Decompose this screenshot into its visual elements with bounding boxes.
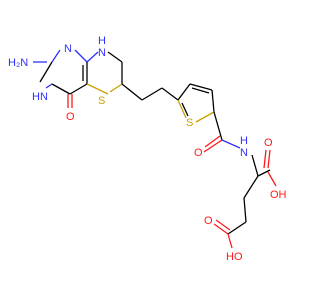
bond bbox=[86, 51, 99, 63]
bond bbox=[221, 139, 241, 149]
amide-n-label: N bbox=[240, 147, 248, 159]
bond bbox=[267, 171, 277, 187]
ring-carbonyl-o-label: O bbox=[66, 111, 75, 123]
acid2-ho-label: HO bbox=[226, 251, 243, 263]
amino-label: H₂N bbox=[8, 57, 28, 69]
amide-o-label: O bbox=[194, 147, 203, 159]
bond bbox=[263, 149, 267, 169]
atom-labels: H₂N H N N H N S O S H N O O OH O HO bbox=[8, 35, 287, 263]
bond bbox=[177, 99, 187, 119]
bond bbox=[51, 49, 61, 63]
bond bbox=[74, 49, 88, 63]
bond bbox=[213, 223, 229, 235]
bond bbox=[213, 111, 223, 141]
bond bbox=[195, 111, 215, 123]
bond bbox=[251, 154, 259, 177]
bond bbox=[177, 83, 191, 101]
bond bbox=[39, 61, 53, 83]
ring-n-left-h-label: H bbox=[32, 91, 40, 103]
bond bbox=[161, 87, 179, 101]
bond bbox=[211, 89, 215, 113]
acid1-oh-label: OH bbox=[270, 189, 287, 201]
bond bbox=[141, 87, 163, 101]
bond bbox=[107, 51, 123, 63]
pyrimidine-n-label: N bbox=[64, 43, 72, 55]
bond bbox=[243, 175, 259, 199]
bonds bbox=[33, 49, 277, 249]
bond bbox=[189, 83, 213, 91]
amide-nh-label: H bbox=[240, 135, 248, 147]
ring-n-left-label: N bbox=[40, 91, 48, 103]
acid1-o-label: O bbox=[264, 137, 273, 149]
bond bbox=[227, 233, 233, 249]
bond bbox=[51, 83, 71, 95]
bond bbox=[204, 135, 221, 148]
bond bbox=[203, 139, 223, 153]
bond bbox=[257, 169, 271, 177]
ring-nh-top-h-label: H bbox=[98, 35, 106, 47]
acid2-o-label: O bbox=[204, 215, 213, 227]
thiophene-s-label: S bbox=[186, 117, 193, 129]
thiazine-s-label: S bbox=[98, 95, 105, 107]
bond bbox=[191, 87, 210, 94]
ring-nh-top-label: N bbox=[98, 47, 106, 59]
bond bbox=[109, 83, 123, 93]
bond bbox=[243, 197, 247, 223]
bond bbox=[121, 83, 143, 101]
bond bbox=[215, 219, 231, 231]
bond bbox=[86, 83, 109, 95]
bond bbox=[69, 83, 88, 95]
bond bbox=[181, 102, 189, 117]
bond bbox=[267, 149, 271, 169]
bond bbox=[45, 83, 53, 89]
bond bbox=[227, 221, 247, 235]
molecule-structure: H₂N H N N H N S O S H N O O OH O HO bbox=[8, 35, 287, 263]
